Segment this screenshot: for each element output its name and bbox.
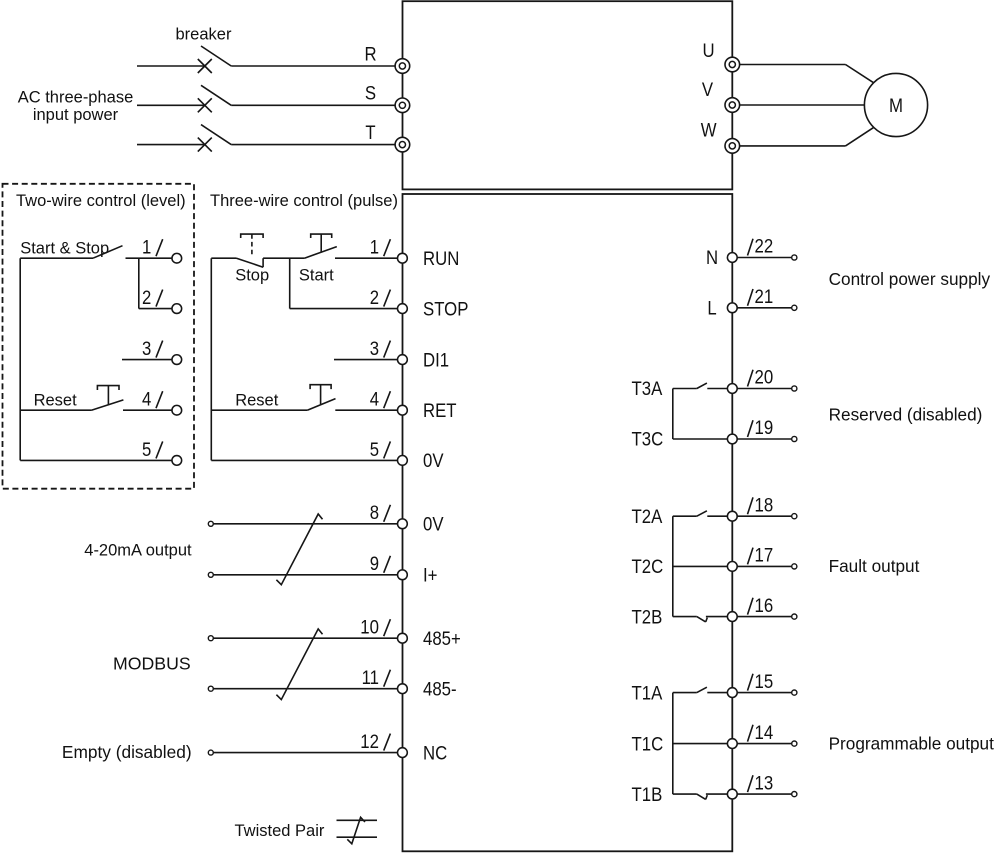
svg-text:3: 3 bbox=[370, 338, 379, 360]
svg-text:T1B: T1B bbox=[632, 784, 663, 806]
svg-text:Two-wire control (level): Two-wire control (level) bbox=[16, 192, 186, 210]
svg-text:V: V bbox=[702, 79, 713, 101]
svg-text:T: T bbox=[365, 122, 375, 144]
svg-text:17: 17 bbox=[755, 545, 774, 567]
svg-text:2: 2 bbox=[142, 287, 151, 309]
svg-text:S: S bbox=[365, 83, 376, 105]
svg-text:22: 22 bbox=[755, 236, 774, 258]
svg-text:Programmable output: Programmable output bbox=[829, 734, 995, 754]
svg-text:T2C: T2C bbox=[632, 556, 664, 578]
svg-text:Twisted Pair: Twisted Pair bbox=[235, 822, 325, 840]
svg-text:0V: 0V bbox=[423, 514, 444, 536]
svg-text:14: 14 bbox=[755, 722, 774, 744]
svg-text:Reset: Reset bbox=[34, 392, 78, 410]
svg-text:RUN: RUN bbox=[423, 248, 459, 270]
svg-text:16: 16 bbox=[755, 595, 774, 617]
svg-text:Control power supply: Control power supply bbox=[829, 269, 991, 289]
svg-text:5: 5 bbox=[142, 439, 151, 461]
svg-text:T1A: T1A bbox=[632, 682, 663, 704]
svg-text:19: 19 bbox=[755, 417, 774, 439]
svg-text:4-20mA output: 4-20mA output bbox=[84, 541, 192, 559]
svg-text:W: W bbox=[701, 120, 717, 142]
svg-text:20: 20 bbox=[755, 367, 774, 389]
svg-text:Empty (disabled): Empty (disabled) bbox=[62, 742, 192, 762]
svg-text:breaker: breaker bbox=[176, 26, 232, 44]
svg-text:L: L bbox=[707, 298, 716, 320]
svg-text:T3A: T3A bbox=[632, 378, 663, 400]
svg-text:T1C: T1C bbox=[632, 733, 664, 755]
svg-text:Three-wire control (pulse): Three-wire control (pulse) bbox=[210, 192, 398, 210]
svg-text:13: 13 bbox=[755, 772, 774, 794]
svg-text:Fault output: Fault output bbox=[829, 556, 920, 576]
svg-text:3: 3 bbox=[142, 338, 151, 360]
svg-text:STOP: STOP bbox=[423, 298, 468, 320]
svg-text:M: M bbox=[889, 95, 903, 117]
svg-text:U: U bbox=[702, 40, 714, 62]
svg-text:485-: 485- bbox=[423, 678, 457, 700]
svg-text:Start & Stop: Start & Stop bbox=[20, 239, 109, 257]
svg-text:T3C: T3C bbox=[632, 429, 664, 451]
svg-text:15: 15 bbox=[755, 671, 774, 693]
svg-text:Reset: Reset bbox=[235, 392, 279, 410]
svg-text:NC: NC bbox=[423, 742, 447, 764]
svg-text:8: 8 bbox=[370, 502, 379, 524]
svg-text:18: 18 bbox=[755, 494, 774, 516]
svg-text:Start: Start bbox=[299, 266, 334, 284]
svg-text:Reserved (disabled): Reserved (disabled) bbox=[829, 405, 983, 425]
svg-text:12: 12 bbox=[360, 731, 379, 753]
svg-text:9: 9 bbox=[370, 553, 379, 575]
svg-text:21: 21 bbox=[755, 286, 774, 308]
svg-text:11: 11 bbox=[362, 667, 379, 689]
svg-text:T2B: T2B bbox=[632, 606, 663, 628]
svg-text:RET: RET bbox=[423, 400, 457, 422]
svg-text:I+: I+ bbox=[423, 565, 438, 587]
svg-text:2: 2 bbox=[370, 287, 379, 309]
svg-text:input power: input power bbox=[33, 106, 119, 124]
svg-text:1: 1 bbox=[370, 237, 379, 259]
svg-text:T2A: T2A bbox=[632, 506, 663, 528]
svg-text:DI1: DI1 bbox=[423, 349, 449, 371]
svg-text:R: R bbox=[364, 43, 376, 65]
svg-text:1: 1 bbox=[142, 237, 151, 259]
svg-text:AC three-phase: AC three-phase bbox=[18, 89, 134, 107]
svg-text:Stop: Stop bbox=[235, 266, 269, 284]
svg-text:5: 5 bbox=[370, 439, 379, 461]
svg-text:485+: 485+ bbox=[423, 628, 461, 650]
svg-text:4: 4 bbox=[142, 389, 151, 411]
svg-text:10: 10 bbox=[360, 617, 379, 639]
svg-text:N: N bbox=[706, 247, 718, 269]
svg-text:4: 4 bbox=[370, 389, 379, 411]
svg-text:MODBUS: MODBUS bbox=[113, 653, 191, 673]
svg-text:0V: 0V bbox=[423, 450, 444, 472]
